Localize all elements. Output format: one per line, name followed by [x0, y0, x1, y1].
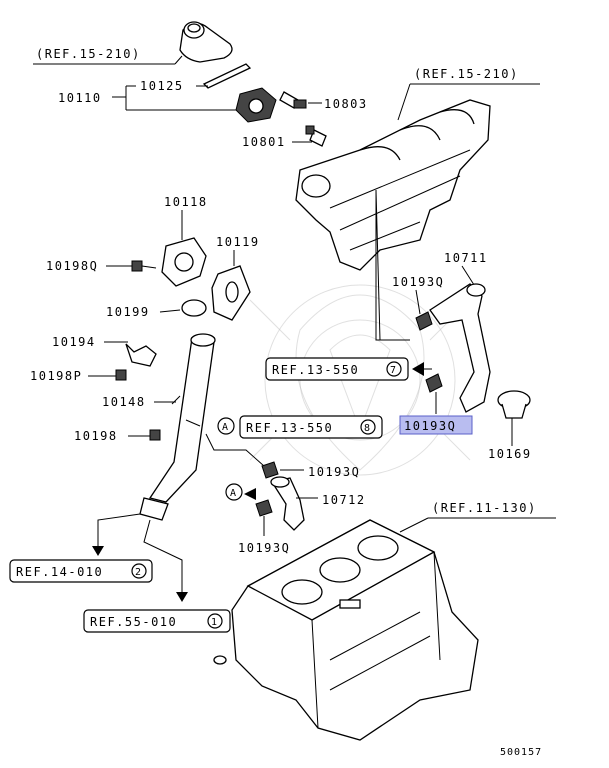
svg-text:A: A — [222, 422, 229, 433]
label-10148[interactable]: 10148 — [102, 395, 176, 409]
svg-text:10194: 10194 — [52, 335, 96, 349]
ref-13-550-8-box[interactable]: REF.13-550 8 — [239, 415, 383, 439]
label-10711[interactable]: 10711 — [444, 251, 488, 289]
svg-text:A: A — [230, 488, 237, 499]
thermostat-cover-part — [179, 21, 233, 63]
label-10194[interactable]: 10194 — [52, 335, 128, 349]
clamp-10169-part — [497, 390, 531, 419]
label-10169[interactable]: 10169 — [488, 418, 532, 461]
svg-text:1: 1 — [211, 617, 218, 628]
label-10198Q[interactable]: 10198Q — [46, 259, 132, 273]
svg-text:7: 7 — [390, 365, 397, 376]
svg-text:10193Q: 10193Q — [404, 419, 456, 433]
svg-text:10125: 10125 — [140, 79, 184, 93]
svg-text:10193Q: 10193Q — [238, 541, 290, 555]
label-10801[interactable]: 10801 — [242, 135, 312, 149]
bolt-10198P-part — [115, 369, 127, 381]
hose-clip-10193Q-c-part — [255, 499, 273, 536]
cylinder-block-part — [213, 519, 479, 741]
ref-55-010-box[interactable]: REF.55-010 1 — [83, 609, 231, 633]
ref-15-210-top[interactable]: (REF.15-210) — [33, 47, 183, 65]
svg-text:10193Q: 10193Q — [392, 275, 444, 289]
label-10193Q-b[interactable]: 10193Q — [280, 465, 360, 479]
svg-text:8: 8 — [364, 423, 371, 434]
svg-text:500157: 500157 — [500, 747, 542, 758]
svg-text:REF.55-010: REF.55-010 — [90, 615, 177, 629]
label-10125[interactable]: 10125 — [140, 79, 208, 93]
label-10118[interactable]: 10118 — [164, 195, 208, 240]
label-10199[interactable]: 10199 — [106, 305, 181, 319]
intake-manifold-part — [295, 99, 491, 271]
label-10803[interactable]: 10803 — [308, 97, 368, 111]
svg-text:10199: 10199 — [106, 305, 150, 319]
svg-text:10198P: 10198P — [30, 369, 82, 383]
label-10110[interactable]: 10110 — [58, 85, 236, 111]
bolt-10198Q-part — [131, 260, 157, 272]
svg-text:10801: 10801 — [242, 135, 286, 149]
svg-text:(REF.11-130): (REF.11-130) — [432, 501, 537, 515]
svg-text:10198Q: 10198Q — [46, 259, 98, 273]
svg-text:10148: 10148 — [102, 395, 146, 409]
svg-text:10198: 10198 — [74, 429, 118, 443]
svg-text:REF.14-010: REF.14-010 — [16, 565, 103, 579]
label-10198P[interactable]: 10198P — [30, 369, 116, 383]
svg-text:(REF.15-210): (REF.15-210) — [414, 67, 519, 81]
bolt-10198-part — [149, 429, 161, 441]
svg-text:10118: 10118 — [164, 195, 208, 209]
marker-a-upper[interactable]: A — [217, 417, 235, 435]
label-10193Q-c[interactable]: 10193Q — [238, 541, 290, 555]
thermostat-10110-part — [235, 87, 277, 123]
hose-10711-part — [429, 283, 491, 413]
sensor-10801-part — [305, 125, 327, 147]
water-outlet-10118-part — [161, 237, 207, 287]
ref-11-130[interactable]: (REF.11-130) — [399, 501, 556, 533]
svg-text:10169: 10169 — [488, 447, 532, 461]
svg-text:10110: 10110 — [58, 91, 102, 105]
ref-line-13-550-7 — [375, 189, 410, 341]
hose-clip-10193Q-b-part — [261, 461, 279, 479]
marker-a-lower[interactable]: A — [225, 483, 256, 501]
svg-text:REF.13-550: REF.13-550 — [272, 363, 359, 377]
bracket-10194-part — [125, 343, 157, 367]
label-10193Q-a[interactable]: 10193Q — [392, 275, 444, 315]
gasket-10119-part — [211, 265, 251, 321]
svg-text:10119: 10119 — [216, 235, 260, 249]
label-10193Q-highlighted[interactable]: 10193Q — [399, 415, 473, 435]
svg-text:10711: 10711 — [444, 251, 488, 265]
hose-clip-10193Q-hl-part — [425, 373, 443, 414]
ref-15-210-right[interactable]: (REF.15-210) — [397, 67, 540, 121]
arrow-to-ref-13-550-7 — [412, 362, 432, 376]
svg-text:10803: 10803 — [324, 97, 368, 111]
diagram-id: 500157 — [500, 747, 542, 758]
svg-text:2: 2 — [135, 567, 142, 578]
gasket-10125 — [202, 63, 252, 89]
ref-13-550-7-box[interactable]: REF.13-550 7 — [265, 357, 409, 381]
hose-clip-10193Q-a — [415, 311, 433, 331]
water-pipe-10148-part — [139, 333, 216, 521]
hose-10712-part — [270, 476, 305, 531]
arrows-lower-left — [92, 513, 188, 602]
o-ring-10199-part — [181, 299, 207, 317]
label-10712[interactable]: 10712 — [296, 493, 366, 507]
connector-line-center — [205, 433, 265, 467]
label-10119[interactable]: 10119 — [216, 235, 260, 266]
watermark-emblem — [249, 284, 471, 476]
ref-14-010-box[interactable]: REF.14-010 2 — [9, 559, 153, 583]
sensor-10803-part — [279, 91, 307, 109]
svg-text:10712: 10712 — [322, 493, 366, 507]
svg-text:(REF.15-210): (REF.15-210) — [36, 47, 141, 61]
svg-text:10193Q: 10193Q — [308, 465, 360, 479]
label-10198[interactable]: 10198 — [74, 429, 150, 443]
svg-text:REF.13-550: REF.13-550 — [246, 421, 333, 435]
